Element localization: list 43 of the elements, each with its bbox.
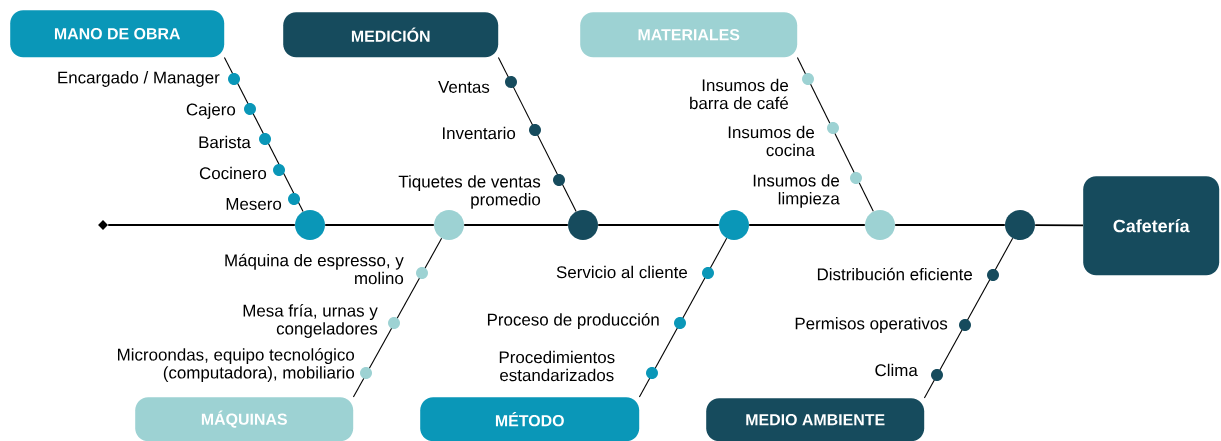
cause-label: Proceso de producción bbox=[487, 313, 659, 329]
cause-label: Mesero bbox=[226, 198, 282, 210]
spine-end-marker bbox=[98, 220, 108, 230]
bone-line bbox=[223, 56, 304, 212]
cause-label: Insumos de barra de café bbox=[690, 78, 789, 110]
cause-label: Cajero bbox=[186, 103, 236, 119]
bone-line bbox=[497, 56, 577, 212]
cause-label: Máquina de espresso, y molino bbox=[225, 253, 404, 285]
junction-dot bbox=[865, 210, 895, 240]
cause-label: Barista bbox=[199, 135, 251, 149]
junction-dot bbox=[568, 210, 598, 240]
spine-line bbox=[894, 224, 1006, 226]
cause-label: Mesa fría, urnas y congeladores bbox=[243, 304, 378, 338]
cause-label: Permisos operativos bbox=[795, 317, 948, 333]
junction-dot bbox=[434, 210, 464, 240]
bone-line bbox=[352, 237, 443, 398]
junction-dot bbox=[719, 210, 749, 240]
spine-line bbox=[463, 224, 569, 226]
cause-label: Distribución eficiente bbox=[817, 267, 972, 281]
category-box: MÁQUINAS bbox=[135, 397, 354, 441]
junction-dot bbox=[1005, 210, 1035, 240]
bone-line bbox=[796, 56, 874, 212]
spine-line bbox=[324, 224, 435, 226]
category-box: MEDICIÓN bbox=[283, 12, 499, 58]
cause-label: Ventas bbox=[438, 81, 490, 93]
cause-label: Servicio al cliente bbox=[556, 265, 687, 279]
effect-box: Cafetería bbox=[1083, 176, 1220, 276]
junction-dot bbox=[295, 210, 325, 240]
category-box: MATERIALES bbox=[580, 12, 798, 58]
spine-line bbox=[748, 224, 866, 226]
cause-label: Insumos de cocina bbox=[728, 125, 815, 157]
spine-line bbox=[1034, 224, 1084, 227]
bone-line bbox=[638, 237, 728, 398]
spine-line bbox=[107, 224, 296, 226]
category-box: MANO DE OBRA bbox=[10, 10, 225, 58]
category-box: MÉTODO bbox=[420, 397, 640, 441]
cause-label: Inventario bbox=[443, 126, 516, 140]
bone-line bbox=[923, 237, 1014, 399]
cause-label: Encargado / Manager bbox=[58, 71, 220, 87]
cause-label: Microondas, equipo tecnológico (computadora), mobiliario bbox=[118, 348, 355, 382]
spine-line bbox=[597, 224, 720, 226]
cause-label: Clima bbox=[875, 363, 918, 377]
category-box: MEDIO AMBIENTE bbox=[706, 398, 925, 441]
